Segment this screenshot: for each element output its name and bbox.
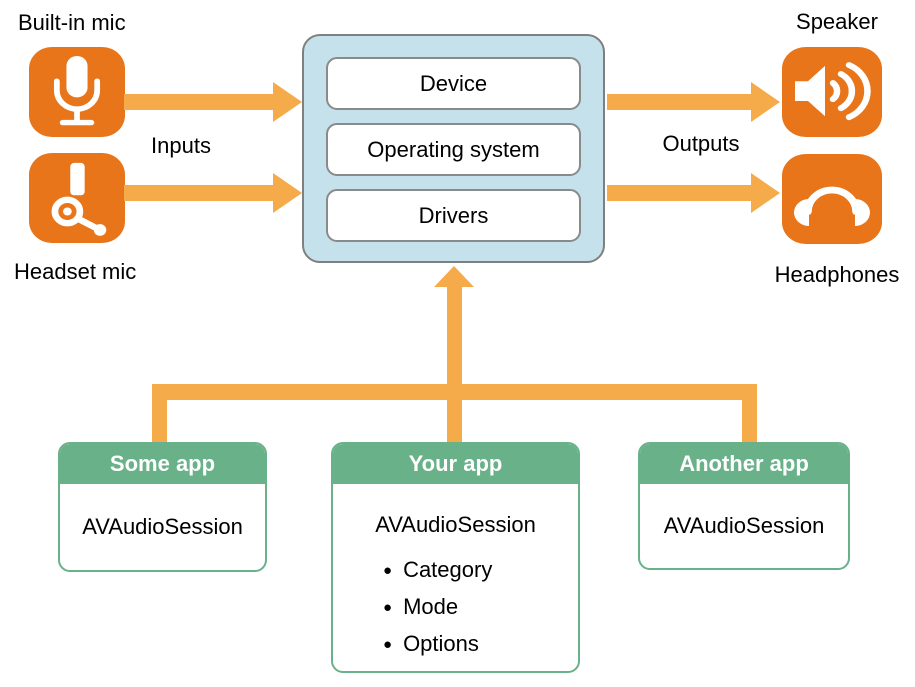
- arrow-shaft: [607, 185, 751, 201]
- arrow-head: [273, 82, 302, 122]
- headset-mic-label: Headset mic: [14, 259, 137, 284]
- avaudiosession-class-label: AVAudioSession: [375, 512, 536, 537]
- app-card-your-app: Your app AVAudioSession Category Mode Op…: [331, 442, 580, 673]
- arrow-shaft: [607, 94, 751, 110]
- microphone-icon: [29, 47, 125, 137]
- app-card-another-app: Another app AVAudioSession: [638, 442, 850, 570]
- session-up-arrow: [434, 266, 474, 442]
- layer-device: Device: [326, 57, 581, 110]
- outputs-label: Outputs: [662, 131, 740, 156]
- app-card-body: AVAudioSession: [60, 484, 265, 570]
- inputs-label: Inputs: [151, 133, 211, 158]
- headphones-icon: [782, 154, 882, 244]
- avaudiosession-class-label: AVAudioSession: [82, 514, 243, 539]
- some-app-connector-stub: [152, 384, 167, 442]
- session-property-category: Category: [383, 552, 578, 589]
- arrow-shaft: [446, 287, 462, 442]
- layer-operating-system: Operating system: [326, 123, 581, 176]
- avaudiosession-class-label: AVAudioSession: [663, 513, 825, 538]
- speaker-waves-icon: [782, 47, 882, 137]
- app-card-body: AVAudioSession: [640, 484, 848, 568]
- app-card-title: Some app: [60, 444, 265, 484]
- arrow-shaft: [124, 94, 273, 110]
- built-in-mic-label: Built-in mic: [18, 10, 126, 35]
- arrow-head: [273, 173, 302, 213]
- app-card-title: Another app: [640, 444, 848, 484]
- arrow-head: [434, 266, 474, 287]
- session-property-mode: Mode: [383, 589, 578, 626]
- session-property-options: Options: [383, 626, 578, 663]
- headset-mic-icon: [29, 153, 125, 243]
- layer-drivers: Drivers: [326, 189, 581, 242]
- input-arrow-headset-mic: [124, 173, 302, 213]
- another-app-connector-stub: [742, 384, 757, 442]
- session-properties-list: Category Mode Options: [333, 552, 578, 663]
- arrow-shaft: [124, 185, 273, 201]
- headphones-label: Headphones: [774, 262, 900, 287]
- arrow-head: [751, 82, 780, 122]
- speaker-label: Speaker: [796, 9, 878, 34]
- app-card-title: Your app: [333, 444, 578, 484]
- arrow-head: [751, 173, 780, 213]
- audio-system-panel: Device Operating system Drivers: [302, 34, 605, 263]
- output-arrow-headphones: [607, 173, 780, 213]
- app-card-some-app: Some app AVAudioSession: [58, 442, 267, 572]
- app-card-body: AVAudioSession Category Mode Options: [333, 484, 578, 663]
- input-arrow-built-in-mic: [124, 82, 302, 122]
- output-arrow-speaker: [607, 82, 780, 122]
